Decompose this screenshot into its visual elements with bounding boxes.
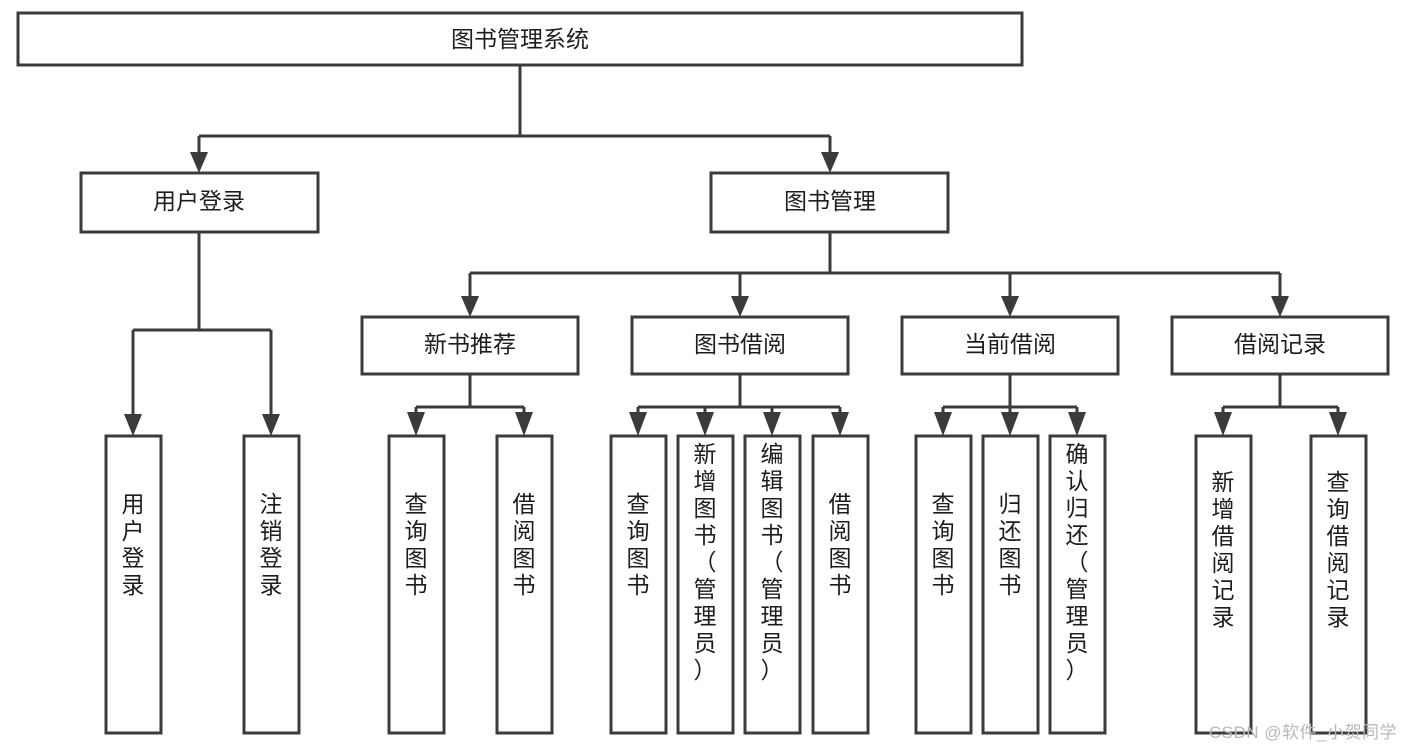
node-box-leaf-11[interactable] — [1194, 434, 1253, 735]
arrow-head-icon — [763, 412, 781, 436]
node-leaf-add-borrow-record[interactable]: 新增借阅记录 — [1194, 434, 1253, 735]
node-leaf-search-book-new[interactable]: 查询图书 — [387, 434, 446, 735]
arrow-head-icon — [1329, 412, 1347, 436]
arrow-head-icon — [629, 412, 647, 436]
arrow-head-icon — [1068, 412, 1086, 436]
node-box-l1-1[interactable] — [709, 171, 950, 234]
node-box-l2-3[interactable] — [1170, 315, 1390, 376]
arrow-head-icon — [731, 296, 749, 317]
arrow-head-icon — [1214, 412, 1232, 436]
connector-group-current-borrow — [934, 374, 1086, 436]
connector-group-book-management — [461, 232, 1289, 317]
connector-group-new-book — [407, 374, 533, 436]
arrow-head-icon — [1001, 412, 1019, 436]
arrow-head-icon — [515, 412, 533, 436]
arrow-head-icon — [407, 412, 425, 436]
arrow-head-icon — [190, 152, 208, 173]
node-box-root[interactable] — [16, 11, 1024, 67]
node-leaf-add-book-admin[interactable]: 新增图书（管理员） — [676, 434, 735, 735]
node-box-leaf-0[interactable] — [104, 434, 163, 735]
node-new-book-recommend[interactable]: 新书推荐 — [360, 315, 580, 376]
node-label-l2-1: 图书借阅 — [694, 331, 786, 357]
arrow-head-icon — [262, 414, 280, 436]
node-box-leaf-9[interactable] — [981, 434, 1040, 735]
node-leaf-borrow-book[interactable]: 借阅图书 — [811, 434, 870, 735]
node-current-borrow[interactable]: 当前借阅 — [900, 315, 1120, 376]
node-label-leaf-3: 借阅图书 — [513, 491, 536, 598]
node-box-leaf-6[interactable] — [743, 434, 802, 735]
connector-group-borrow-record — [1214, 374, 1347, 436]
arrow-head-icon — [461, 296, 479, 317]
node-label-leaf-1: 注销登录 — [260, 491, 283, 598]
node-box-l2-1[interactable] — [630, 315, 850, 376]
node-leaf-edit-book-admin[interactable]: 编辑图书（管理员） — [743, 434, 802, 735]
node-user-login[interactable]: 用户登录 — [79, 171, 320, 234]
node-label-l1-1: 图书管理 — [784, 188, 876, 214]
arrow-head-icon — [1271, 296, 1289, 317]
node-box-l1-0[interactable] — [79, 171, 320, 234]
node-label-leaf-11: 新增借阅记录 — [1212, 469, 1235, 630]
connector-group-user-login — [124, 232, 280, 436]
node-box-leaf-8[interactable] — [914, 434, 973, 735]
node-book-management[interactable]: 图书管理 — [709, 171, 950, 234]
arrow-head-icon — [696, 412, 714, 436]
node-leaf-search-book-borrow[interactable]: 查询图书 — [609, 434, 668, 735]
node-leaf-confirm-return-admin[interactable]: 确认归还（管理员） — [1048, 434, 1107, 735]
arrow-head-icon — [831, 412, 849, 436]
node-label-leaf-6: 编辑图书（管理员） — [761, 441, 784, 683]
connector-group-root — [190, 65, 839, 173]
node-box-leaf-7[interactable] — [811, 434, 870, 735]
node-label-root: 图书管理系统 — [451, 26, 589, 52]
node-label-leaf-10: 确认归还（管理员） — [1066, 441, 1089, 683]
node-leaf-search-borrow-record[interactable]: 查询借阅记录 — [1309, 434, 1368, 735]
node-box-leaf-2[interactable] — [387, 434, 446, 735]
node-leaf-user-logout[interactable]: 注销登录 — [242, 434, 301, 735]
node-label-l2-3: 借阅记录 — [1234, 331, 1326, 357]
node-root[interactable]: 图书管理系统 — [16, 11, 1024, 67]
node-box-l2-2[interactable] — [900, 315, 1120, 376]
node-leaf-return-book[interactable]: 归还图书 — [981, 434, 1040, 735]
node-label-leaf-7: 借阅图书 — [829, 491, 852, 598]
node-book-borrow[interactable]: 图书借阅 — [630, 315, 850, 376]
node-label-leaf-0: 用户登录 — [122, 491, 145, 598]
node-label-leaf-12: 查询借阅记录 — [1327, 469, 1350, 630]
node-box-leaf-5[interactable] — [676, 434, 735, 735]
node-leaf-user-login[interactable]: 用户登录 — [104, 434, 163, 735]
node-label-leaf-9: 归还图书 — [999, 491, 1022, 598]
node-box-leaf-4[interactable] — [609, 434, 668, 735]
connector-group-book-borrow — [629, 374, 849, 436]
node-box-leaf-3[interactable] — [495, 434, 554, 735]
node-label-l1-0: 用户登录 — [153, 188, 245, 214]
node-borrow-record[interactable]: 借阅记录 — [1170, 315, 1390, 376]
node-leaf-borrow-book-new[interactable]: 借阅图书 — [495, 434, 554, 735]
node-label-l2-2: 当前借阅 — [964, 331, 1056, 357]
node-box-l2-0[interactable] — [360, 315, 580, 376]
node-label-leaf-2: 查询图书 — [405, 491, 428, 598]
arrow-head-icon — [1001, 296, 1019, 317]
node-leaf-search-book-current[interactable]: 查询图书 — [914, 434, 973, 735]
watermark-text: CSDN @软件_小贺同学 — [1208, 723, 1397, 742]
node-label-l2-0: 新书推荐 — [424, 331, 516, 357]
arrow-head-icon — [124, 414, 142, 436]
node-label-leaf-4: 查询图书 — [627, 491, 650, 598]
arrow-head-icon — [934, 412, 952, 436]
node-label-leaf-5: 新增图书（管理员） — [694, 441, 717, 683]
node-box-leaf-1[interactable] — [242, 434, 301, 735]
arrow-head-icon — [821, 152, 839, 173]
node-label-leaf-8: 查询图书 — [932, 491, 955, 598]
node-box-leaf-12[interactable] — [1309, 434, 1368, 735]
node-box-leaf-10[interactable] — [1048, 434, 1107, 735]
